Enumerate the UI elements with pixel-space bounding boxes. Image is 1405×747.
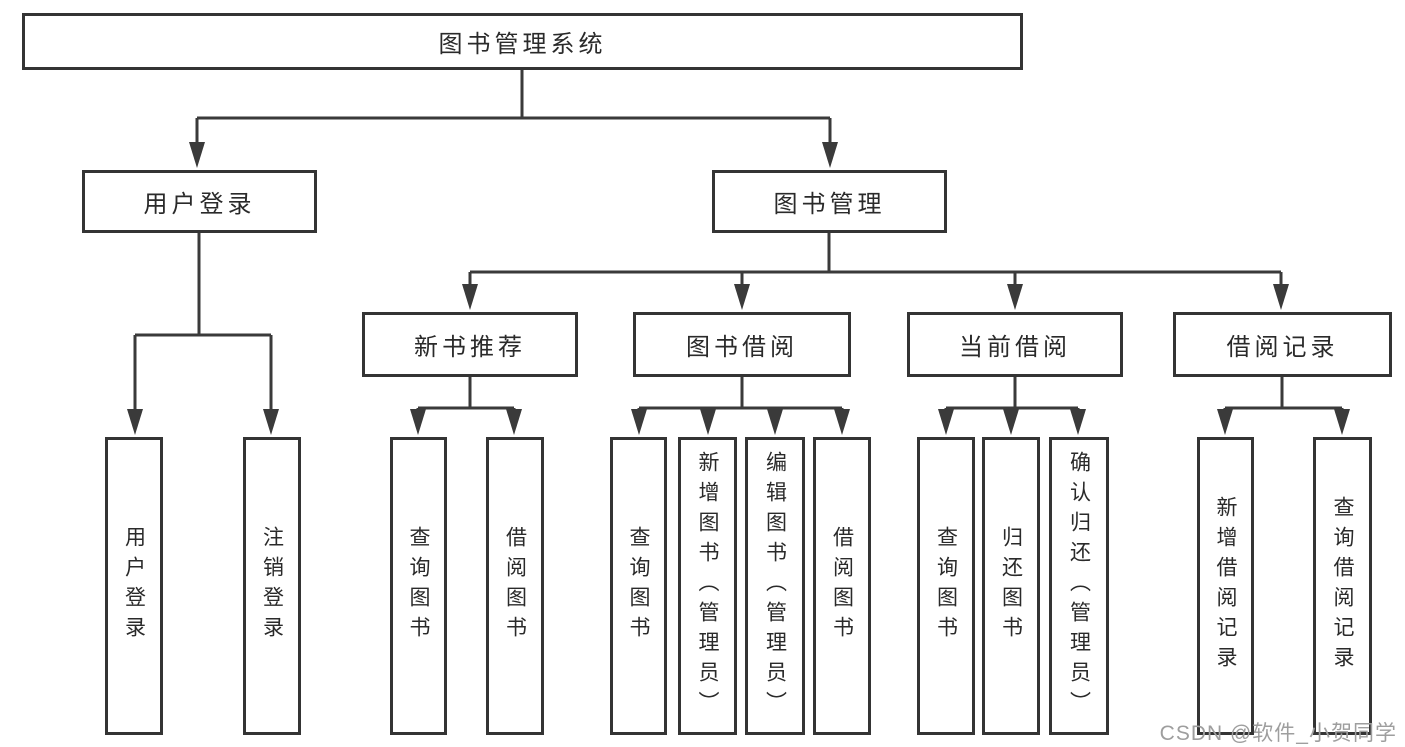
node-label: 新增图书（管理员）: [696, 451, 719, 721]
node-edit-book-admin: 编辑图书（管理员）: [745, 437, 805, 735]
node-book-borrowing: 图书借阅: [633, 312, 851, 377]
node-user-login: 用户登录: [82, 170, 317, 233]
node-label: 查询图书: [627, 526, 650, 646]
node-confirm-return-admin: 确认归还（管理员）: [1049, 437, 1109, 735]
node-label: 确认归还（管理员）: [1067, 451, 1091, 721]
node-label: 用户登录: [143, 191, 256, 218]
node-label: 新书推荐: [414, 334, 526, 361]
node-label: 图书借阅: [686, 334, 798, 361]
node-query-books-current: 查询图书: [917, 437, 975, 735]
node-label: 借阅图书: [503, 526, 527, 646]
node-label: 查询图书: [934, 526, 958, 646]
node-query-borrow-record: 查询借阅记录: [1313, 437, 1372, 735]
node-return-books: 归还图书: [982, 437, 1040, 735]
node-label: 图书管理系统: [438, 31, 607, 58]
node-label: 编辑图书（管理员）: [763, 451, 787, 721]
csdn-watermark: CSDN @软件_小贺同学: [1159, 722, 1397, 745]
node-label: 归还图书: [999, 526, 1023, 646]
node-label: 借阅图书: [830, 526, 854, 646]
node-borrowing-records: 借阅记录: [1173, 312, 1392, 377]
node-book-management: 图书管理: [712, 170, 947, 233]
node-label: 查询图书: [407, 526, 430, 646]
node-label: 新增借阅记录: [1214, 496, 1237, 676]
node-new-book-recommendation: 新书推荐: [362, 312, 578, 377]
node-library-management-system: 图书管理系统: [22, 13, 1023, 70]
node-label: 注销登录: [260, 526, 284, 646]
node-add-book-admin: 新增图书（管理员）: [678, 437, 737, 735]
node-label: 借阅记录: [1226, 334, 1339, 361]
node-label: 当前借阅: [959, 334, 1071, 361]
node-label: 查询借阅记录: [1331, 496, 1354, 676]
node-borrow-books-recommend: 借阅图书: [486, 437, 544, 735]
node-label: 图书管理: [773, 191, 886, 218]
node-user-login-action: 用户登录: [105, 437, 163, 735]
node-borrow-books: 借阅图书: [813, 437, 871, 735]
node-current-borrowing: 当前借阅: [907, 312, 1123, 377]
node-add-borrow-record: 新增借阅记录: [1197, 437, 1254, 735]
node-logout: 注销登录: [243, 437, 301, 735]
node-query-books-recommend: 查询图书: [390, 437, 447, 735]
node-label: 用户登录: [122, 526, 146, 646]
node-query-books-borrowing: 查询图书: [610, 437, 667, 735]
